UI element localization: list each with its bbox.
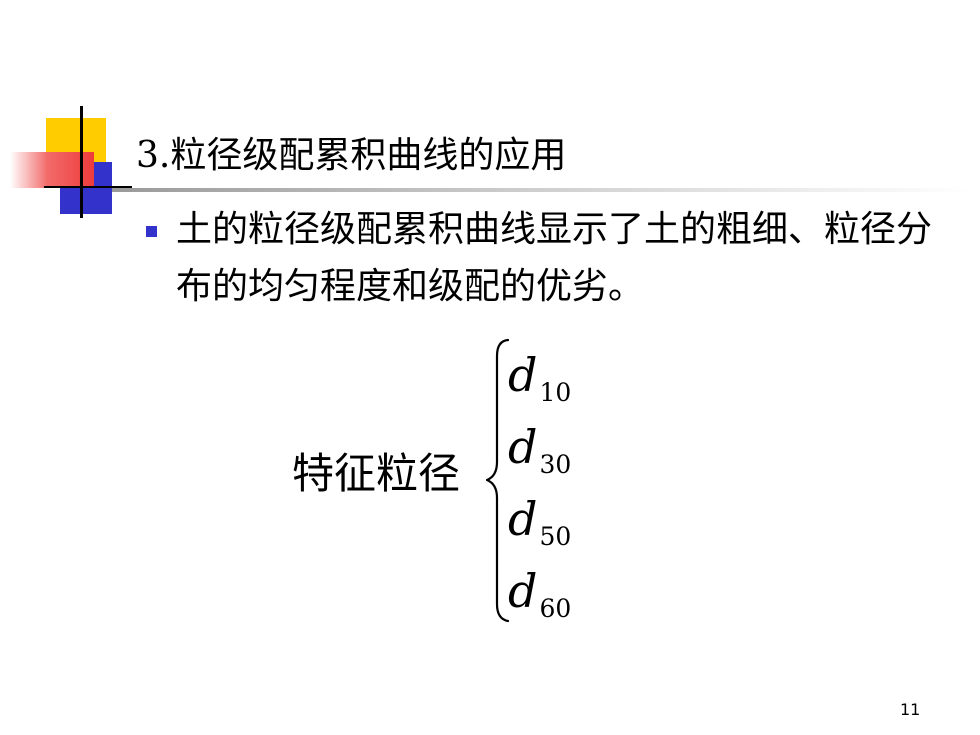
bullet-square-icon: [146, 226, 157, 237]
d-symbol: d: [508, 420, 538, 474]
d-symbol: d: [508, 492, 538, 546]
d30-term: d30: [508, 422, 571, 490]
decoration-vertical-line: [80, 106, 83, 218]
d-subscript: 60: [539, 594, 572, 623]
d60-term: d60: [508, 566, 571, 634]
d10-term: d10: [508, 350, 571, 418]
d-subscript: 30: [539, 450, 572, 479]
characteristic-size-label: 特征粒径: [292, 449, 461, 498]
corner-decoration: [0, 0, 140, 230]
d-subscript: 50: [539, 522, 572, 551]
slide-title: 3.粒径级配累积曲线的应用: [136, 135, 567, 176]
left-brace-icon: [485, 338, 510, 623]
title-underline: [112, 188, 970, 192]
d-symbol: d: [508, 348, 538, 402]
d50-term: d50: [508, 494, 571, 562]
decoration-horizontal-line: [44, 186, 132, 188]
bullet-text: 土的粒径级配累积曲线显示了土的粗细、粒径分布的均匀程度和级配的优劣。: [176, 209, 933, 307]
page-number: 11: [900, 700, 921, 719]
d-subscript: 10: [539, 378, 572, 407]
d-symbol: d: [508, 564, 538, 618]
